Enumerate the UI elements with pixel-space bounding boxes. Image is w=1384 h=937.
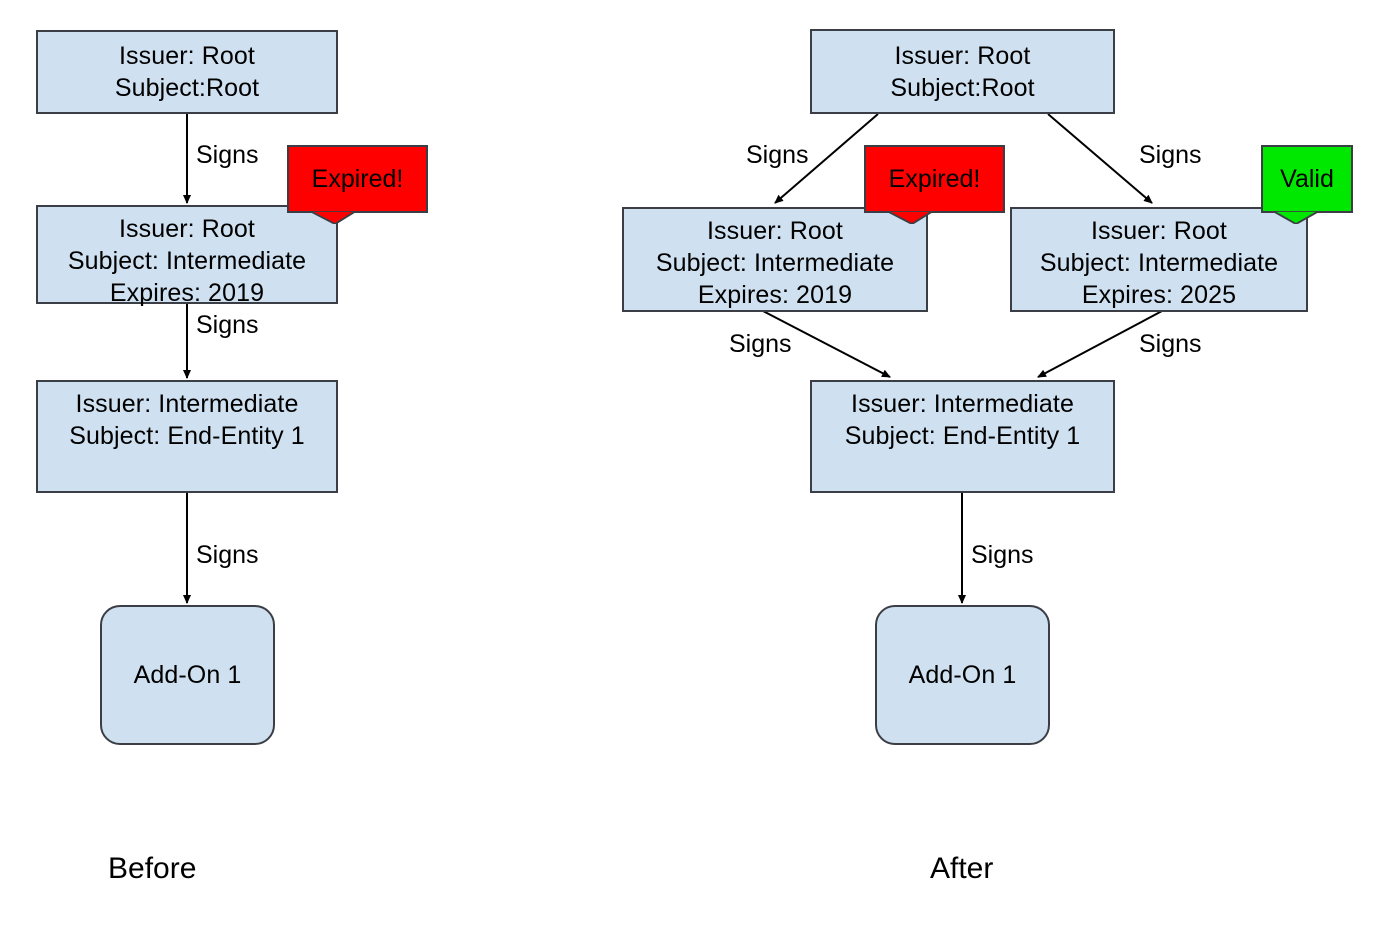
edge-label-signs: Signs	[729, 330, 792, 358]
edge-label-signs: Signs	[971, 541, 1034, 569]
caption-after: After	[930, 852, 994, 885]
node-after-root[interactable]: Issuer: Root Subject:Root	[810, 29, 1115, 114]
node-line: Issuer: Intermediate	[851, 390, 1074, 418]
edge-label-signs: Signs	[196, 541, 259, 569]
badge-tail	[310, 211, 356, 224]
edge-after-root-to-intermediate-new	[1047, 113, 1153, 204]
node-after-add-on[interactable]: Add-On 1	[875, 605, 1050, 745]
node-before-end-entity[interactable]: Issuer: Intermediate Subject: End-Entity…	[36, 380, 338, 493]
node-line: Add-On 1	[908, 661, 1017, 689]
node-line: Issuer: Root	[1091, 217, 1227, 245]
node-line: Issuer: Root	[707, 217, 843, 245]
node-line: Subject: End-Entity 1	[69, 422, 305, 450]
node-line: Issuer: Root	[119, 215, 255, 243]
badge-valid-label: Valid	[1261, 145, 1353, 213]
node-line: Subject:Root	[890, 73, 1035, 102]
edge-label-signs: Signs	[746, 141, 809, 169]
badge-expired-label: Expired!	[287, 145, 428, 213]
node-line: Add-On 1	[133, 661, 242, 689]
node-line: Subject: Intermediate	[67, 247, 307, 275]
badge-tail	[1273, 211, 1319, 224]
node-line: Issuer: Root	[894, 41, 1031, 70]
badge-expired-label: Expired!	[864, 145, 1005, 213]
node-line: Expires: 2025	[1081, 281, 1237, 309]
node-line: Issuer: Root	[119, 42, 255, 70]
badge-expired-before: Expired!	[287, 145, 428, 227]
node-before-add-on[interactable]: Add-On 1	[100, 605, 275, 745]
node-before-intermediate[interactable]: Issuer: Root Subject: Intermediate Expir…	[36, 205, 338, 307]
node-after-intermediate-new[interactable]: Issuer: Root Subject: Intermediate Expir…	[1010, 207, 1308, 312]
node-after-end-entity[interactable]: Issuer: Intermediate Subject: End-Entity…	[810, 380, 1115, 493]
node-before-root[interactable]: Issuer: Root Subject:Root	[36, 30, 338, 114]
badge-valid-after: Valid	[1261, 145, 1353, 227]
node-line: Subject: Intermediate	[655, 249, 895, 277]
node-line: Subject: Intermediate	[1039, 249, 1279, 277]
edge-label-signs: Signs	[1139, 330, 1202, 358]
edge-label-signs: Signs	[1139, 141, 1202, 169]
badge-tail	[887, 211, 933, 224]
badge-expired-after: Expired!	[864, 145, 1005, 227]
node-line: Subject: End-Entity 1	[844, 422, 1081, 450]
node-after-intermediate-old[interactable]: Issuer: Root Subject: Intermediate Expir…	[622, 207, 928, 312]
node-line: Expires: 2019	[697, 281, 853, 309]
node-line: Issuer: Intermediate	[75, 390, 299, 418]
edge-label-signs: Signs	[196, 311, 259, 339]
node-line: Expires: 2019	[109, 279, 265, 307]
caption-before: Before	[108, 852, 197, 885]
node-line: Subject:Root	[114, 74, 260, 102]
edge-label-signs: Signs	[196, 141, 259, 169]
